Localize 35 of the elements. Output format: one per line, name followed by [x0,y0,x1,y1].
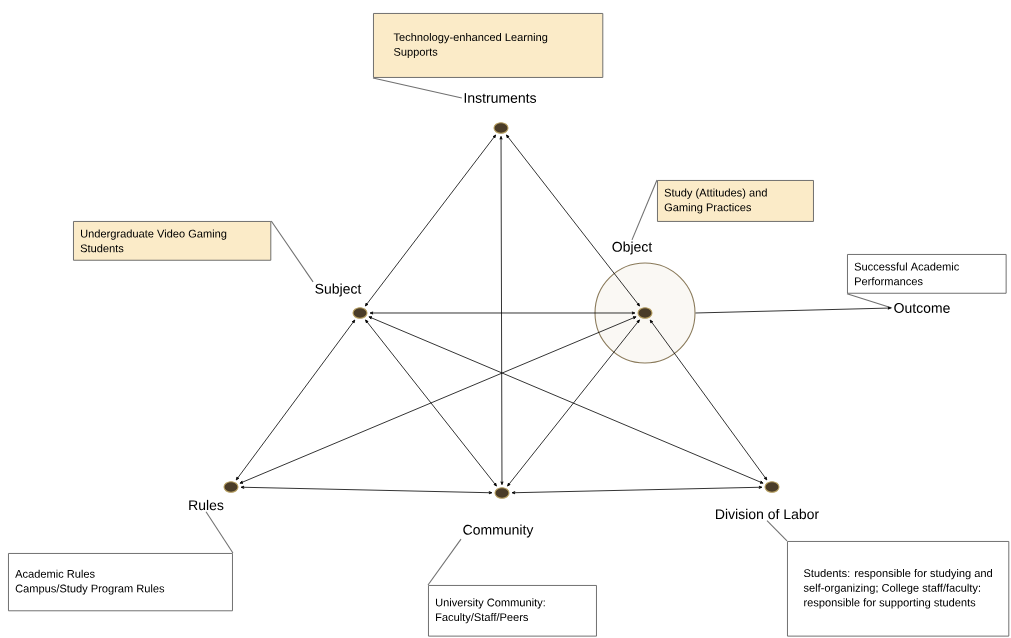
leader-line [372,77,463,99]
leader-line [846,293,893,309]
object-circle [594,262,696,364]
callout-box: Academic Rules Campus/Study Program Rules [8,553,233,612]
arrow [506,134,640,307]
node-label: Subject [315,283,362,297]
arrow [499,135,504,486]
callout-box: Technology-enhanced Learning Supports [373,13,604,78]
node-label: Outcome [894,303,950,313]
arrow [364,134,497,307]
arrow [507,319,640,487]
callout-box: Successful Academic Performances [847,254,1007,294]
arrow [511,485,763,495]
arrow [368,316,764,484]
arrow [240,485,493,495]
node-label: Object [612,241,653,255]
node-label: Community [463,524,534,538]
arrow [695,306,892,314]
leader-line [766,520,788,542]
arrow [239,316,637,484]
leader-line [427,538,462,586]
arrow [649,319,768,481]
arrow [235,319,356,481]
node-label: Division of Labor [716,508,819,520]
node-label: Rules [189,499,224,511]
callout-box: Students: responsible for studying and self-organizing; College staff/faculty: responsible for supporting students [787,541,1010,637]
callout-box: Study (Attitudes) and Gaming Practices [657,180,814,222]
leader-line [270,220,314,283]
node-label: Instruments [464,93,537,103]
callout-box: University Community: Faculty/Staff/Peers [428,585,597,637]
arrow [369,311,636,315]
arrow [365,319,497,487]
callout-box: Undergraduate Video Gaming Students [73,221,272,261]
leader-line [205,511,234,554]
leader-line [631,179,658,241]
